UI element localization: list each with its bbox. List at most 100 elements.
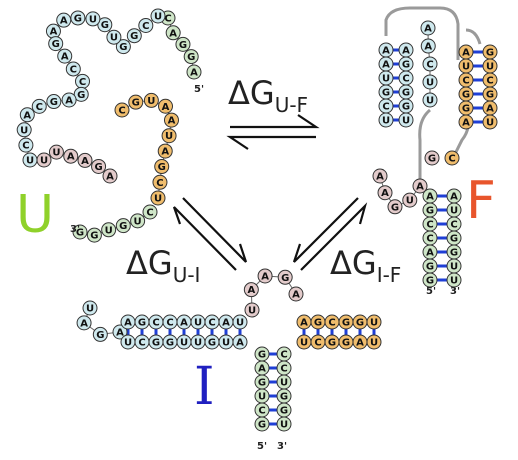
svg-text:A: A — [300, 318, 308, 329]
svg-text:G: G — [179, 40, 187, 51]
i-three-prime-label: 3' — [277, 441, 287, 452]
i-left-stem-strand-b: U — [176, 334, 192, 350]
i-left-stem-strand-b: A — [232, 334, 248, 350]
u-nt-pink: A — [102, 168, 118, 184]
svg-text:A: A — [222, 318, 230, 329]
f-bottom-stem-strand-a: G — [422, 202, 438, 218]
svg-text:U: U — [154, 12, 162, 23]
svg-text:A: A — [168, 116, 176, 127]
f-bottom-stem-strand-a: C — [422, 216, 438, 232]
i-right-stem-strand-a: A — [296, 314, 312, 330]
svg-text:G: G — [328, 338, 336, 349]
svg-text:G: G — [280, 406, 288, 417]
svg-text:G: G — [402, 60, 410, 71]
i-nt-left-loop: U — [82, 300, 98, 316]
svg-text:C: C — [426, 59, 433, 70]
svg-text:C: C — [152, 318, 159, 329]
svg-text:U: U — [426, 77, 434, 88]
svg-text:G: G — [382, 88, 390, 99]
svg-text:G: G — [391, 202, 399, 213]
f-left-stem-strand-b: U — [398, 112, 414, 128]
svg-text:G: G — [402, 88, 410, 99]
svg-text:C: C — [402, 74, 409, 85]
svg-text:A: A — [190, 68, 198, 79]
svg-text:U: U — [180, 338, 188, 349]
u-nt-end: G — [175, 36, 191, 52]
svg-text:G: G — [426, 276, 434, 287]
u-nt-orange: U — [143, 92, 159, 108]
svg-text:C: C — [164, 14, 171, 25]
svg-text:G: G — [258, 378, 266, 389]
svg-text:G: G — [356, 318, 364, 329]
f-bottom-stem-strand-b: U — [446, 272, 462, 288]
svg-text:G: G — [280, 392, 288, 403]
svg-text:C: C — [36, 102, 43, 113]
svg-text:A: A — [236, 338, 244, 349]
i-right-stem-strand-b: G — [338, 334, 354, 350]
u-nt-blue: G — [97, 17, 113, 33]
svg-text:U: U — [280, 420, 288, 431]
svg-text:A: A — [65, 96, 73, 107]
svg-text:A: A — [258, 364, 266, 375]
svg-text:A: A — [162, 102, 170, 113]
f-nt-mid: A — [420, 38, 436, 54]
svg-text:C: C — [314, 338, 321, 349]
svg-text:U: U — [300, 338, 308, 349]
i-nt-hairpin: A — [288, 286, 304, 302]
i-left-stem-strand-a: A — [176, 314, 192, 330]
i-right-stem-strand-a: C — [324, 314, 340, 330]
svg-text:U: U — [20, 125, 28, 136]
i-left-stem-strand-a: A — [120, 314, 136, 330]
svg-text:U: U — [258, 392, 266, 403]
f-three-prime-label: 3' — [450, 286, 460, 297]
u-nt-blue: A — [61, 92, 77, 108]
f-bottom-stem-strand-b: U — [446, 258, 462, 274]
svg-text:G: G — [130, 31, 138, 42]
svg-text:A: A — [23, 110, 31, 121]
svg-text:G: G — [96, 330, 104, 341]
svg-text:A: A — [169, 28, 177, 39]
i-right-stem-strand-b: C — [310, 334, 326, 350]
svg-text:C: C — [258, 406, 265, 417]
i-bottom-stem-strand-a: U — [254, 388, 270, 404]
delta-g-u-f-label: ΔGU-F — [228, 74, 308, 117]
svg-text:G: G — [77, 90, 85, 101]
f-bottom-stem-strand-b: G — [446, 244, 462, 260]
f-bottom-stem-strand-b: A — [446, 188, 462, 204]
svg-text:A: A — [376, 172, 384, 183]
svg-text:U: U — [450, 206, 458, 217]
i-bottom-stem-strand-a: G — [254, 346, 270, 362]
svg-text:A: A — [382, 60, 390, 71]
f-bottom-stem-strand-b: G — [446, 230, 462, 246]
u-nt-blue: C — [75, 73, 91, 89]
svg-text:A: A — [381, 188, 389, 199]
u-nt-green-tail: U — [101, 222, 117, 238]
svg-text:G: G — [342, 318, 350, 329]
svg-text:G: G — [74, 13, 82, 24]
u-nt-orange: C — [114, 102, 130, 118]
svg-text:A: A — [180, 318, 188, 329]
svg-text:G: G — [166, 338, 174, 349]
f-right-stem-strand-b: G — [482, 86, 498, 102]
svg-text:U: U — [165, 131, 173, 142]
svg-text:G: G — [158, 162, 166, 173]
i-left-stem-strand-b: G — [148, 334, 164, 350]
svg-text:U: U — [105, 225, 113, 236]
f-left-stem-strand-a: A — [378, 56, 394, 72]
svg-text:G: G — [90, 231, 98, 242]
svg-text:G: G — [486, 90, 494, 101]
f-nt-pink: A — [377, 185, 393, 201]
svg-text:A: A — [61, 52, 69, 63]
svg-text:A: A — [424, 42, 432, 53]
i-left-stem-strand-a: C — [148, 314, 164, 330]
svg-text:C: C — [79, 77, 86, 88]
svg-text:G: G — [208, 338, 216, 349]
f-nt-loop-g: G — [424, 150, 440, 166]
u-nt-blue: A — [57, 48, 73, 64]
f-left-stem-strand-a: U — [378, 70, 394, 86]
state-label-u: U — [16, 185, 54, 245]
i-nt-left-loop: A — [112, 324, 128, 340]
i-nt-hairpin: U — [244, 302, 260, 318]
i-bottom-stem-strand-a: A — [254, 360, 270, 376]
f-left-stem-strand-b: G — [398, 56, 414, 72]
